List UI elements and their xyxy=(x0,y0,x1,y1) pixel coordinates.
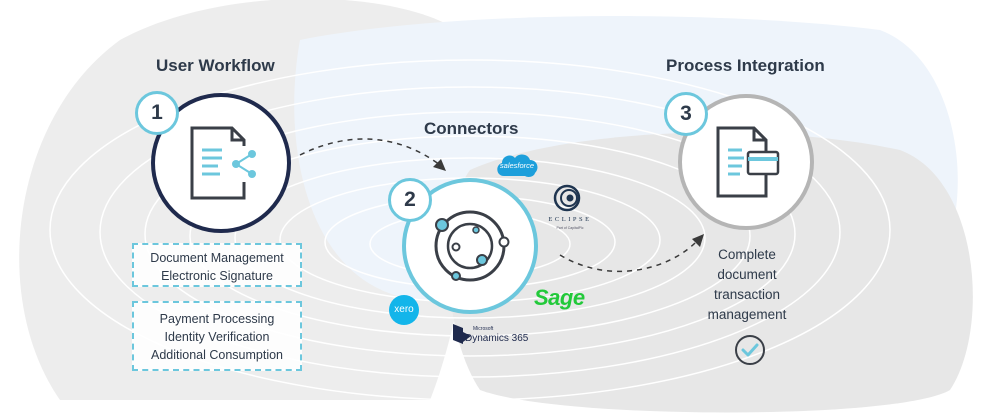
eclipse-label: ECLIPSE xyxy=(548,216,591,223)
eclipse-logo: ECLIPSE Part of CapitalPlc xyxy=(548,184,591,230)
description-line: document xyxy=(717,267,777,282)
xero-logo: xero xyxy=(389,295,419,325)
step-3-badge: 3 xyxy=(664,92,708,136)
arrow-connectors-to-integration xyxy=(559,239,699,273)
eclipse-sub-label: Part of CapitalPlc xyxy=(556,226,583,230)
dynamics-365-logo: Microsoft Dynamics 365 xyxy=(453,324,529,344)
description-line: Complete xyxy=(718,247,776,262)
sage-logo: Sage xyxy=(534,285,585,310)
step-2-circle xyxy=(402,178,538,314)
microsoft-label: Microsoft xyxy=(473,326,494,332)
integration-description: Complete document transaction management xyxy=(697,245,797,325)
workflow-box-document: Document Management Electronic Signature xyxy=(132,243,302,287)
step-1-badge: 1 xyxy=(135,91,179,135)
salesforce-logo: salesforce xyxy=(497,154,538,177)
description-line: transaction xyxy=(713,287,781,302)
workflow-item: Payment Processing xyxy=(159,312,275,326)
step-3-title: Process Integration xyxy=(666,56,825,75)
workflow-item: Electronic Signature xyxy=(161,269,273,283)
workflow-item: Additional Consumption xyxy=(150,348,284,362)
arrow-workflow-to-connectors xyxy=(299,138,441,166)
dynamics-label: Dynamics 365 xyxy=(465,333,529,344)
workflow-box-payment: Payment Processing Identity Verification… xyxy=(132,301,302,371)
step-1-circle xyxy=(151,93,291,233)
document-share-icon xyxy=(190,126,260,200)
workflow-item: Document Management xyxy=(150,251,284,265)
step-1-title: User Workflow xyxy=(156,56,275,75)
salesforce-label: salesforce xyxy=(500,161,534,170)
step-3-circle xyxy=(678,94,814,230)
document-card-icon xyxy=(716,126,780,198)
description-line: management xyxy=(707,307,787,322)
check-circle-icon xyxy=(735,335,765,365)
step-2-badge: 2 xyxy=(388,178,432,222)
step-2-title: Connectors xyxy=(424,119,519,138)
connector-orbit-icon xyxy=(434,210,510,282)
workflow-item: Identity Verification xyxy=(164,330,270,344)
